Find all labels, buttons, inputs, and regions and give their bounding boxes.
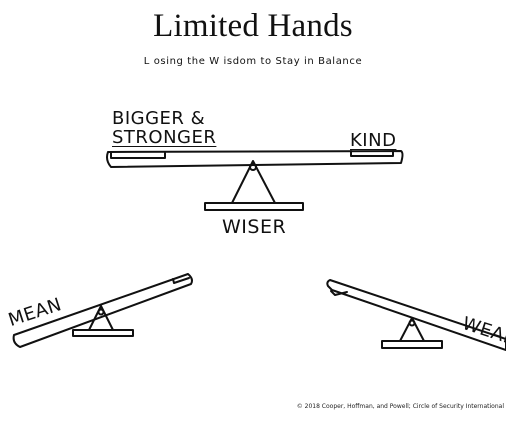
- wiser-label: WISER: [222, 218, 286, 237]
- right-fulcrum-pivot: [410, 321, 415, 326]
- right-base: [382, 341, 442, 348]
- bigger-label-line2: STRONGER: [112, 129, 216, 147]
- balanced-base: [205, 203, 303, 210]
- copyright-notice: © 2018 Cooper, Hoffman, and Powell; Circ…: [297, 403, 504, 410]
- bigger-label-line1: BIGGER &: [112, 110, 216, 128]
- left-base: [73, 330, 133, 336]
- left-fulcrum-pivot: [99, 310, 104, 315]
- balanced-fulcrum-pivot: [250, 164, 256, 170]
- balanced-plank-left-bump: [111, 153, 165, 158]
- balanced-fulcrum: [232, 161, 275, 203]
- bigger-stronger-label: BIGGER & STRONGER: [112, 110, 216, 147]
- kind-label: KIND: [350, 132, 396, 150]
